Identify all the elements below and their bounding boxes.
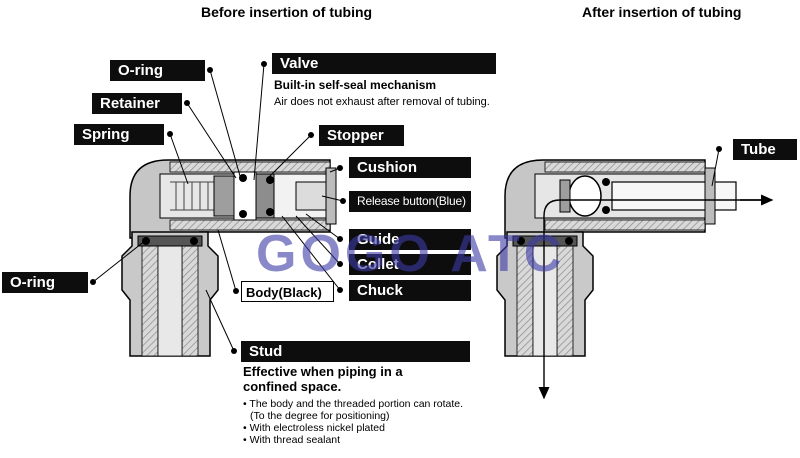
stud-bullet: With thread sealant <box>243 434 463 446</box>
heading-after: After insertion of tubing <box>582 4 742 20</box>
label-stopper: Stopper <box>319 125 404 146</box>
stud-desc-title-1: Effective when piping in a <box>243 364 403 379</box>
label-tube: Tube <box>733 139 797 160</box>
heading-before: Before insertion of tubing <box>201 4 373 20</box>
label-chuck: Chuck <box>349 280 471 301</box>
label-oring-left: O-ring <box>2 272 88 293</box>
label-body: Body(Black) <box>241 281 334 302</box>
right-fitting <box>496 146 774 400</box>
stud-bullet: With electroless nickel plated <box>243 422 463 434</box>
leader-dots-left <box>90 61 346 354</box>
watermark: GOGO ATC <box>256 225 566 283</box>
label-retainer: Retainer <box>92 93 182 114</box>
stud-bullet-note: (To the degree for positioning) <box>250 410 390 422</box>
label-release-button: Release button(Blue) <box>349 191 471 212</box>
left-fitting <box>121 159 337 357</box>
stud-bullet-continuation: (To the degree for positioning) <box>243 410 463 422</box>
label-collet: Collet <box>349 254 471 275</box>
stud-desc-bullets: The body and the threaded portion can ro… <box>243 398 463 446</box>
leader-lines-left <box>92 63 344 352</box>
label-guide: Guide <box>349 229 471 250</box>
valve-desc-title: Built-in self-seal mechanism <box>274 78 437 92</box>
label-oring-top: O-ring <box>110 60 205 81</box>
stud-desc-title-2: confined space. <box>243 379 342 394</box>
label-stud: Stud <box>241 341 470 362</box>
valve-desc-sub: Air does not exhaust after removal of tu… <box>274 96 490 108</box>
label-cushion: Cushion <box>349 157 471 178</box>
label-valve: Valve <box>272 53 496 74</box>
stud-bullet: The body and the threaded portion can ro… <box>243 398 463 410</box>
label-spring: Spring <box>74 124 164 145</box>
